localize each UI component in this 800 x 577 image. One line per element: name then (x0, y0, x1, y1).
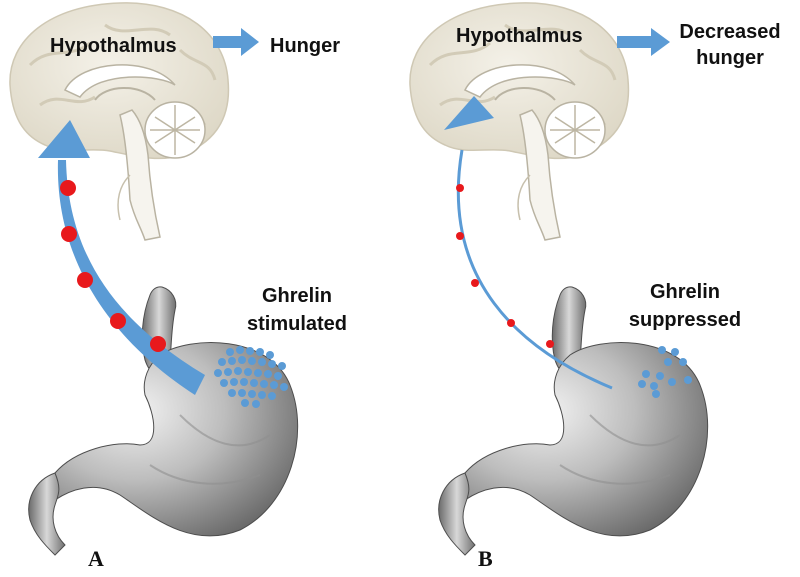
ghrelin-dot (507, 319, 515, 327)
ghrelin-dot (546, 340, 554, 348)
effect-label-b-line2: hunger (696, 47, 764, 69)
panel-b: Hypothalmus Decreased hunger Ghrelin sup… (408, 1, 781, 571)
ghrelin-dot (110, 313, 126, 329)
ghrelin-cells (214, 346, 288, 408)
hypothalamus-label-a: Hypothalmus (50, 35, 177, 57)
ghrelin-dot (471, 279, 479, 287)
ghrelin-dot (60, 180, 76, 196)
panel-a: Hypothalmus Hunger Ghrelin stimulated A (8, 1, 347, 571)
ghrelin-cells (638, 346, 692, 398)
ghrelin-dot (456, 184, 464, 192)
ghrelin-dot (61, 226, 77, 242)
hormone-label-a-line1: Ghrelin (262, 285, 332, 307)
signal-arrow-head (38, 120, 90, 158)
hormone-label-b-line1: Ghrelin (650, 281, 720, 303)
ghrelin-signal-dots (60, 180, 166, 352)
ghrelin-signal-dots (456, 184, 554, 348)
hypothalamus-label-b: Hypothalmus (456, 25, 583, 47)
ghrelin-dot (77, 272, 93, 288)
hormone-label-b-line2: suppressed (629, 309, 741, 331)
ghrelin-dot (150, 336, 166, 352)
effect-label-b-line1: Decreased (679, 21, 780, 43)
panel-letter-b: B (478, 546, 493, 571)
signal-arrow (456, 149, 613, 390)
ghrelin-dot (456, 232, 464, 240)
hypothalamus-effect-arrow (213, 28, 259, 56)
signal-arrow-head (444, 96, 494, 130)
hormone-label-a-line2: stimulated (247, 313, 347, 335)
panel-letter-a: A (88, 546, 104, 571)
hypothalamus-effect-arrow (617, 28, 670, 56)
effect-label-a: Hunger (270, 35, 340, 57)
